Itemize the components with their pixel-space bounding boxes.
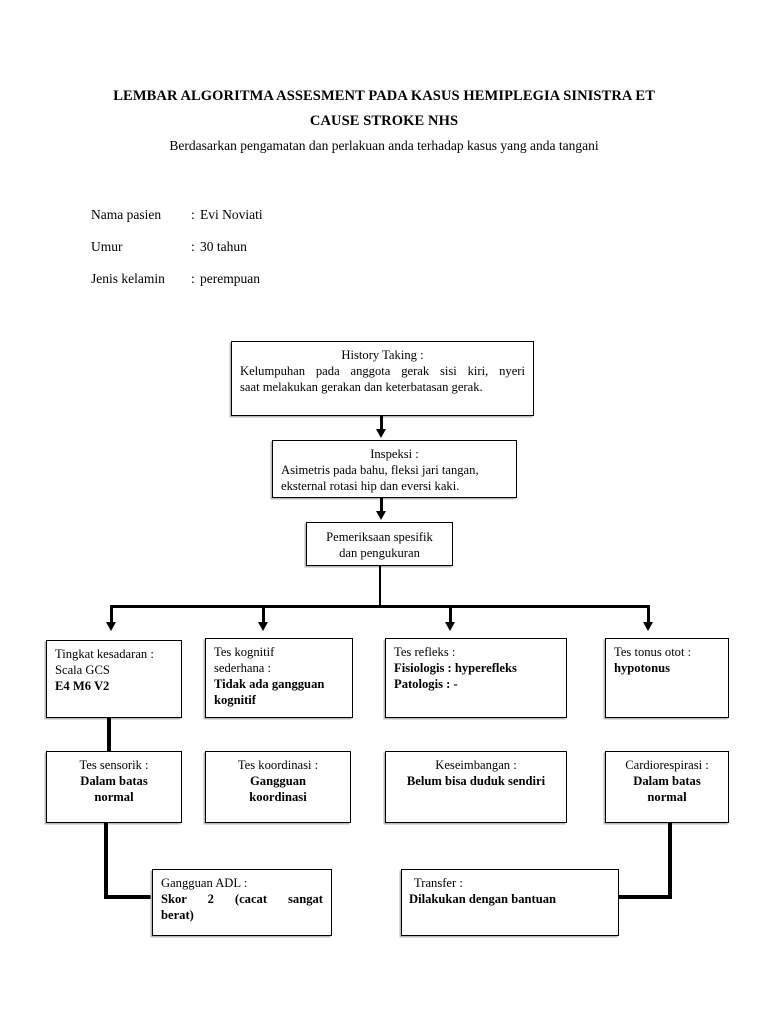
connector-cardiorespirasi-to-transfer [619,895,672,899]
history-taking-heading: History Taking : [341,348,424,362]
tes-refleks-line-3: Patologis : - [394,677,458,691]
tes-tonus-otot-line-2: hypotonus [614,661,671,675]
patient-sex-label: Jenis kelamin [91,271,165,286]
page-title-line-2: CAUSE STROKE NHS [309,113,459,129]
patient-sex-value: perempuan [200,271,260,286]
history-taking-body-line-1: Kelumpuhan pada anggota gerak sisi kiri,… [240,364,525,378]
tes-kognitif-line-1: Tes kognitif [214,645,275,659]
patient-age-label: Umur [91,239,123,254]
connector-bus-drop-1 [110,605,113,624]
patient-name-label: Nama pasien [91,207,162,222]
patient-name-row: Nama pasien : Evi Noviati [91,199,263,231]
arrowhead-row1-col2 [258,622,268,631]
patient-age-value: 30 tahun [200,239,247,254]
gangguan-adl-line-1: Gangguan ADL : [161,876,248,890]
inspeksi-body-line-1: Asimetris pada bahu, fleksi jari tangan, [281,463,479,477]
patient-sex-row: Jenis kelamin : perempuan [91,263,263,295]
page-title-line-1: LEMBAR ALGORITMA ASSESMENT PADA KASUS HE… [113,88,655,104]
node-cardiorespirasi: Cardiorespirasi : Dalam batas normal [605,751,729,823]
connector-bus-drop-3 [449,605,452,624]
tes-koordinasi-line-3: koordinasi [249,790,307,804]
tes-kognitif-line-3: Tidak ada gangguan [214,677,325,691]
tingkat-kesadaran-line-2: Scala GCS [55,663,110,677]
pemeriksaan-line-2: dan pengukuran [339,546,420,560]
history-taking-body-line-2: saat melakukan gerakan dan keterbatasan … [240,380,483,394]
node-tes-koordinasi: Tes koordinasi : Gangguan koordinasi [205,751,351,823]
cardiorespirasi-line-3: normal [647,790,687,804]
connector-bus-drop-4 [647,605,650,624]
transfer-line-1: Transfer : [414,876,463,890]
tes-refleks-line-1: Tes refleks : [394,645,456,659]
connector-history-to-inspeksi [380,416,383,432]
arrowhead-history-to-inspeksi [376,429,386,438]
inspeksi-heading: Inspeksi : [370,447,419,461]
keseimbangan-line-2: Belum bisa duduk sendiri [406,774,546,788]
arrowhead-inspeksi-to-pemeriksaan [376,511,386,520]
connector-cardiorespirasi-down [668,823,672,899]
patient-info: Nama pasien : Evi Noviati Umur : 30 tahu… [91,199,263,295]
page-title: LEMBAR ALGORITMA ASSESMENT PADA KASUS HE… [88,84,680,134]
tes-refleks-line-2: Fisiologis : hyperefleks [394,661,517,675]
tes-kognitif-line-4: kognitif [214,693,256,707]
node-tes-tonus-otot: Tes tonus otot : hypotonus [605,638,729,718]
tes-koordinasi-line-2: Gangguan [250,774,306,788]
patient-sex-separator: : [191,271,195,286]
node-tes-kognitif: Tes kognitif sederhana : Tidak ada gangg… [205,638,353,718]
page-subtitle: Berdasarkan pengamatan dan perlakuan and… [169,138,599,153]
connector-branch-bus [110,605,650,608]
connector-pemeriksaan-stem [379,566,381,607]
cardiorespirasi-line-1: Cardiorespirasi : [625,758,709,772]
patient-name-value: Evi Noviati [200,207,263,222]
tes-koordinasi-line-1: Tes koordinasi : [237,758,319,772]
patient-age-separator: : [191,239,195,254]
arrowhead-row1-col1 [106,622,116,631]
gangguan-adl-line-3: berat) [161,908,194,922]
patient-age-row: Umur : 30 tahun [91,231,263,263]
inspeksi-body-line-2: eksternal rotasi hip dan eversi kaki. [281,479,460,493]
pemeriksaan-line-1: Pemeriksaan spesifik [326,530,433,544]
arrowhead-row1-col3 [445,622,455,631]
node-pemeriksaan-spesifik: Pemeriksaan spesifik dan pengukuran [306,522,453,566]
cardiorespirasi-line-2: Dalam batas [633,774,701,788]
node-history-taking: History Taking : Kelumpuhan pada anggota… [231,341,534,416]
node-tingkat-kesadaran: Tingkat kesadaran : Scala GCS E4 M6 V2 [46,640,182,718]
node-gangguan-adl: Gangguan ADL : Skor 2 (cacat sangat bera… [152,869,332,936]
tes-sensorik-line-1: Tes sensorik : [79,758,149,772]
tingkat-kesadaran-line-3: E4 M6 V2 [55,679,110,693]
keseimbangan-line-1: Keseimbangan : [435,758,517,772]
tes-sensorik-line-3: normal [94,790,134,804]
connector-bus-drop-2 [262,605,265,624]
tingkat-kesadaran-line-1: Tingkat kesadaran : [55,647,154,661]
transfer-line-2: Dilakukan dengan bantuan [409,892,556,906]
node-tes-sensorik: Tes sensorik : Dalam batas normal [46,751,182,823]
node-transfer: Transfer : Dilakukan dengan bantuan [401,869,619,936]
connector-sensorik-to-adl [104,895,153,899]
node-tes-refleks: Tes refleks : Fisiologis : hyperefleks P… [385,638,567,718]
tes-sensorik-line-2: Dalam batas [80,774,148,788]
tes-tonus-otot-line-1: Tes tonus otot : [614,645,692,659]
node-inspeksi: Inspeksi : Asimetris pada bahu, fleksi j… [272,440,517,498]
connector-sensorik-down [104,823,108,899]
connector-inspeksi-to-pemeriksaan [380,498,383,513]
patient-name-separator: : [191,207,195,222]
arrowhead-row1-col4 [643,622,653,631]
tes-kognitif-line-2: sederhana : [214,661,271,675]
node-keseimbangan: Keseimbangan : Belum bisa duduk sendiri [385,751,567,823]
gangguan-adl-line-2: Skor 2 (cacat sangat [161,892,323,906]
connector-kesadaran-to-sensorik [107,718,111,751]
